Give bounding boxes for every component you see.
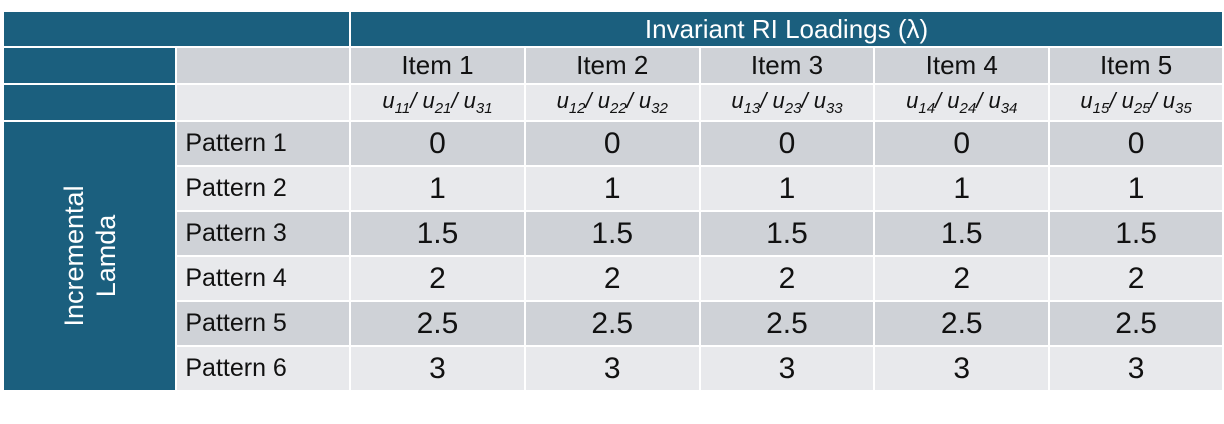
loading-value: 3: [525, 347, 699, 390]
loading-value: 2.5: [525, 302, 699, 345]
loading-value: 3: [351, 347, 524, 390]
param-subscript: 13: [743, 100, 761, 117]
loading-value: 1.5: [525, 212, 699, 255]
pattern-label: Pattern 3: [177, 212, 350, 255]
blank-header-cell: [177, 48, 350, 83]
row-group-label-line: Incremental: [58, 185, 89, 327]
title-row: Invariant RI Loadings (λ): [4, 12, 1222, 46]
loading-value: 1.5: [875, 212, 1049, 255]
param-subscript: 11: [394, 100, 411, 117]
param-symbol: u: [463, 88, 476, 113]
param-subscript: 22: [610, 100, 627, 117]
parameter-header: u15/ u25/ u35: [1050, 85, 1222, 120]
param-symbol: u: [813, 88, 826, 113]
loading-value: 2: [1050, 257, 1222, 300]
item-header: Item 3: [700, 48, 874, 83]
loading-value: 2.5: [700, 302, 874, 345]
parameter-header: u11/ u21/ u31: [351, 85, 524, 120]
param-subscript: 24: [959, 100, 977, 117]
loading-value: 0: [525, 122, 699, 165]
loading-value: 0: [875, 122, 1049, 165]
pattern-label: Pattern 5: [177, 302, 350, 345]
param-subscript: 15: [1092, 100, 1110, 117]
parameter-header: u12/ u22/ u32: [525, 85, 699, 120]
param-symbol: u: [1080, 88, 1093, 113]
loading-value: 1: [525, 167, 699, 210]
loading-value: 2.5: [351, 302, 524, 345]
pattern-label: Pattern 1: [177, 122, 350, 165]
param-subscript: 14: [918, 100, 936, 117]
item-header: Item 2: [525, 48, 699, 83]
param-symbol: u: [422, 88, 435, 113]
param-symbol: u: [731, 88, 744, 113]
item-header: Item 1: [351, 48, 524, 83]
param-symbol: u: [1162, 88, 1176, 113]
parameter-header: u14/ u24/ u34: [875, 85, 1049, 120]
param-subscript: 21: [434, 100, 452, 117]
pattern-label: Pattern 2: [177, 167, 350, 210]
param-subscript: 35: [1175, 100, 1192, 117]
loading-value: 3: [875, 347, 1049, 390]
param-symbol: u: [988, 88, 1001, 113]
param-symbol: u: [1121, 88, 1134, 113]
param-symbol: u: [382, 88, 395, 113]
param-symbol: u: [638, 88, 652, 113]
param-symbol: u: [597, 88, 610, 113]
loading-value: 2: [525, 257, 699, 300]
loading-value: 1: [700, 167, 874, 210]
parameter-header: u13/ u23/ u33: [700, 85, 874, 120]
corner-cell: [4, 85, 176, 120]
item-header: Item 5: [1050, 48, 1222, 83]
loadings-table: Invariant RI Loadings (λ) Item 1 Item 2 …: [2, 10, 1224, 392]
loading-value: 0: [1050, 122, 1222, 165]
table-title: Invariant RI Loadings (λ): [351, 12, 1222, 46]
loading-value: 1.5: [1050, 212, 1222, 255]
loading-value: 3: [700, 347, 874, 390]
loading-value: 1: [1050, 167, 1222, 210]
item-header-row: Item 1 Item 2 Item 3 Item 4 Item 5: [4, 48, 1222, 83]
param-symbol: u: [947, 88, 960, 113]
corner-cell: [4, 48, 176, 83]
loading-value: 1.5: [700, 212, 874, 255]
param-subscript: 33: [825, 100, 843, 117]
param-subscript: 23: [784, 100, 802, 117]
loading-value: 0: [700, 122, 874, 165]
loading-value: 2: [700, 257, 874, 300]
row-group-label-line: Lamda: [90, 214, 121, 298]
loading-value: 1: [875, 167, 1049, 210]
loading-value: 1: [351, 167, 524, 210]
item-header: Item 4: [875, 48, 1049, 83]
param-symbol: u: [772, 88, 785, 113]
loading-value: 2.5: [875, 302, 1049, 345]
param-symbol: u: [556, 88, 569, 113]
loading-value: 2: [351, 257, 524, 300]
pattern-label: Pattern 6: [177, 347, 350, 390]
loading-value: 2.5: [1050, 302, 1222, 345]
loading-value: 1.5: [351, 212, 524, 255]
param-symbol: u: [906, 88, 919, 113]
param-subscript: 32: [651, 100, 668, 117]
loading-value: 2: [875, 257, 1049, 300]
pattern-label: Pattern 4: [177, 257, 350, 300]
corner-cell: [4, 12, 350, 46]
param-subscript: 25: [1133, 100, 1151, 117]
loading-value: 0: [351, 122, 524, 165]
param-subscript: 12: [568, 100, 586, 117]
param-subscript: 31: [475, 100, 493, 117]
param-subscript: 34: [1000, 100, 1018, 117]
blank-header-cell: [177, 85, 350, 120]
loading-value: 3: [1050, 347, 1222, 390]
